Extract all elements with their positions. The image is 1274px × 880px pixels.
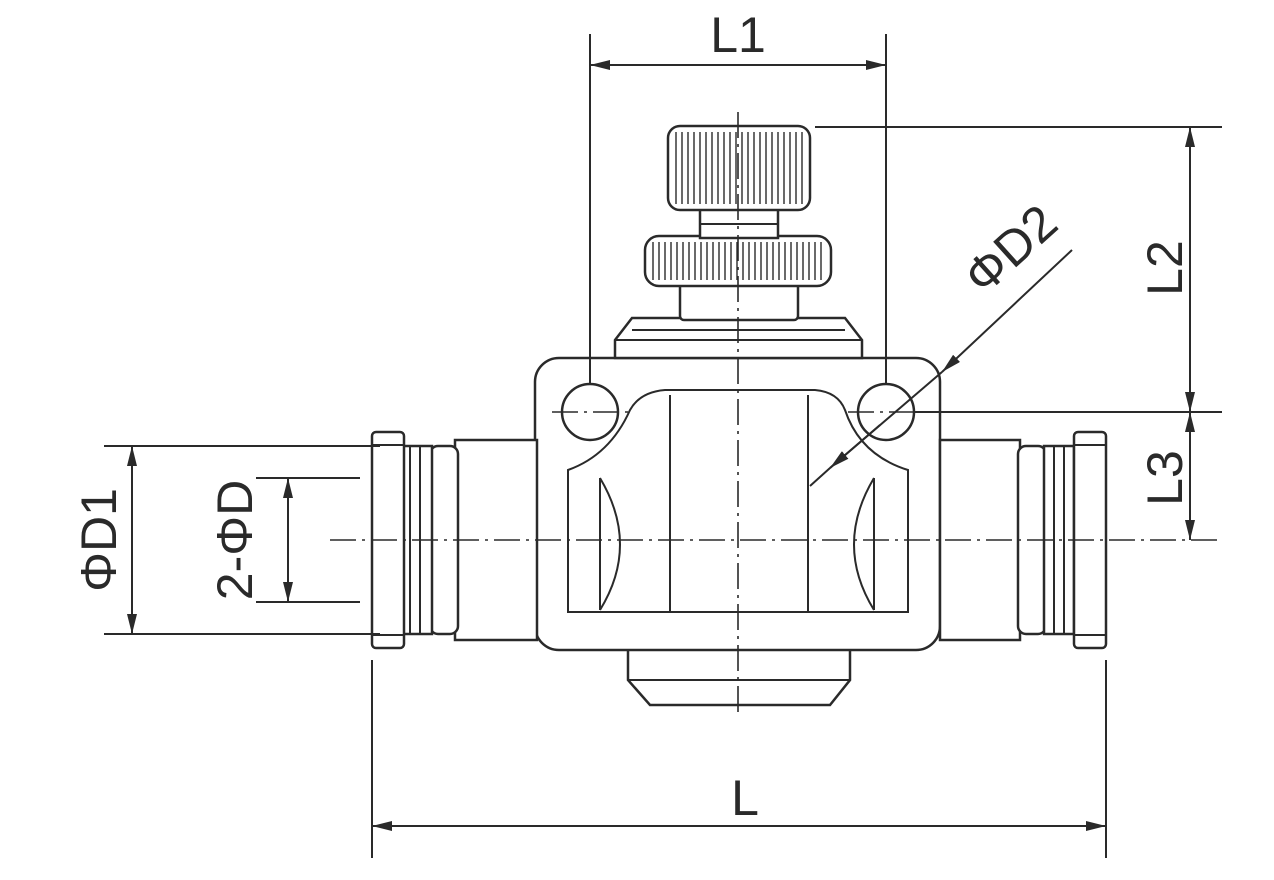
adjustment-knob — [666, 124, 812, 212]
label-d2: ΦD2 — [953, 194, 1068, 305]
dimension-l: L — [371, 660, 1107, 858]
dimension-d: 2-ΦD — [207, 477, 360, 603]
dimension-l1: L1 — [589, 7, 887, 384]
dimension-l2-l3: L2 L3 — [815, 126, 1222, 540]
label-d1: ΦD1 — [71, 488, 127, 592]
inner-window — [567, 389, 909, 613]
label-l2: L2 — [1137, 240, 1193, 296]
adjustment-stem — [613, 124, 864, 360]
label-l1: L1 — [710, 7, 766, 63]
bottom-nut — [626, 646, 852, 707]
label-l3: L3 — [1137, 450, 1193, 506]
dimension-d1: ΦD1 — [71, 445, 380, 635]
label-l: L — [731, 770, 759, 826]
label-d: 2-ΦD — [207, 480, 263, 600]
